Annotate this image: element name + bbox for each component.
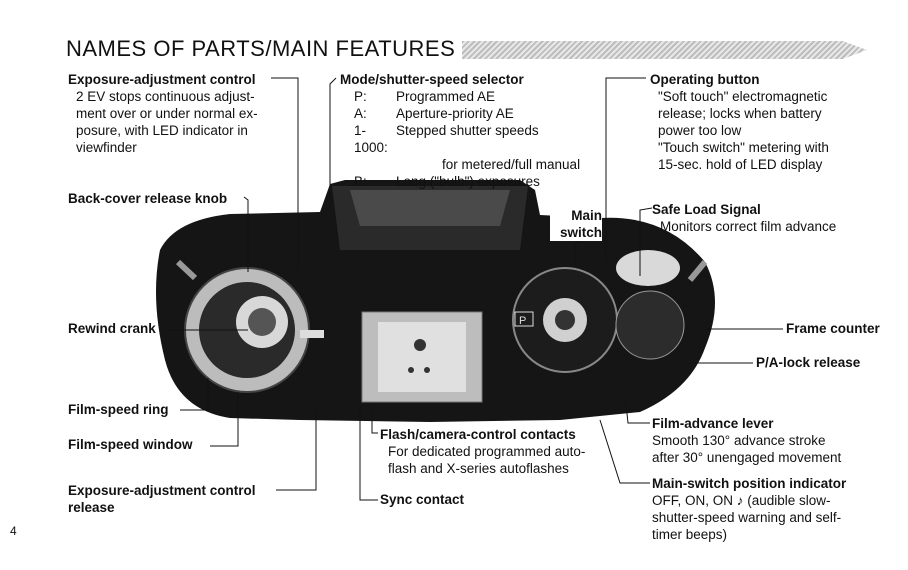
exposure-adjustment-block: Exposure-adjustment control 2 EV stops c… bbox=[68, 71, 303, 156]
mode-value: Aperture-priority AE bbox=[396, 106, 514, 121]
mode-selector-heading: Mode/shutter-speed selector bbox=[340, 72, 524, 87]
mode-key: A: bbox=[354, 106, 367, 121]
safe-load-signal-heading: Safe Load Signal bbox=[652, 202, 761, 217]
main-switch-indicator-block: Main-switch position indicator OFF, ON, … bbox=[652, 475, 897, 543]
mode-selector-block: Mode/shutter-speed selector P: Programmed… bbox=[340, 71, 590, 190]
mode-key bbox=[354, 156, 396, 173]
main-switch-indicator-line: shutter-speed warning and self- bbox=[652, 510, 842, 525]
film-speed-ring-label: Film-speed ring bbox=[68, 402, 169, 417]
film-advance-lever-block: Film-advance lever Smooth 130° advance s… bbox=[652, 415, 892, 466]
safe-load-signal-line: Monitors correct film advance bbox=[660, 219, 837, 234]
exposure-adjustment-line: posure, with LED indicator in bbox=[76, 123, 248, 138]
operating-button-heading: Operating button bbox=[650, 72, 760, 87]
exposure-adjustment-line: viewfinder bbox=[76, 140, 137, 155]
operating-button-line: "Touch switch" metering with bbox=[658, 140, 829, 155]
back-cover-release-label: Back-cover release knob bbox=[68, 191, 228, 206]
film-advance-lever-line: after 30° unengaged movement bbox=[652, 450, 842, 465]
flash-contacts-line: For dedicated programmed auto- bbox=[388, 444, 586, 459]
main-switch-indicator-heading: Main-switch position indicator bbox=[652, 476, 847, 491]
flash-contacts-heading: Flash/camera-control contacts bbox=[380, 427, 576, 442]
mode-key: 1-1000: bbox=[354, 123, 388, 155]
mode-key: B: bbox=[354, 174, 367, 189]
operating-button-block: Operating button "Soft touch" electromag… bbox=[650, 71, 890, 173]
sync-contact-pin bbox=[414, 339, 426, 351]
p-mark: P bbox=[519, 315, 526, 327]
main-switch-indicator-line: timer beeps) bbox=[652, 527, 728, 542]
exposure-adjustment-line: 2 EV stops continuous adjust- bbox=[76, 89, 255, 104]
exposure-adjustment-heading: Exposure-adjustment control bbox=[68, 72, 256, 87]
mode-key: P: bbox=[354, 89, 367, 104]
title-arrow-bar bbox=[462, 41, 867, 59]
safe-load-signal-block: Safe Load Signal Monitors correct film a… bbox=[652, 201, 892, 235]
film-advance-lever-heading: Film-advance lever bbox=[652, 416, 774, 431]
sync-contact-label: Sync contact bbox=[380, 492, 465, 507]
mode-selector-table: P: Programmed AE A: Aperture-priority AE 1… bbox=[354, 88, 580, 190]
mode-value: for metered/full manual bbox=[442, 157, 581, 172]
operating-button-line: power too low bbox=[658, 123, 742, 138]
mode-value: Stepped shutter speeds bbox=[396, 123, 539, 138]
mode-row: A: Aperture-priority AE bbox=[354, 105, 580, 122]
film-advance-lever-line: Smooth 130° advance stroke bbox=[652, 433, 826, 448]
operating-button-line: 15-sec. hold of LED display bbox=[658, 157, 823, 172]
exposure-adjustment-line: ment over or under normal ex- bbox=[76, 106, 258, 121]
mode-value: Long ("bulb") exposures bbox=[396, 174, 540, 189]
mode-value: Programmed AE bbox=[396, 89, 496, 104]
mode-row: P: Programmed AE bbox=[354, 88, 580, 105]
frame-counter-dial bbox=[615, 290, 685, 360]
frame-counter-label: Frame counter bbox=[786, 321, 880, 336]
main-switch-line: switch bbox=[559, 225, 602, 240]
main-switch-indicator-line: OFF, ON, ON ♪ (audible slow- bbox=[652, 493, 831, 508]
flash-contacts-line: flash and X-series autoflashes bbox=[388, 461, 569, 476]
film-speed-window-label: Film-speed window bbox=[68, 437, 193, 452]
rewind-crank-label: Rewind crank bbox=[68, 321, 156, 336]
mode-row: 1-1000: Stepped shutter speeds bbox=[354, 122, 580, 156]
mode-row: for metered/full manual bbox=[354, 156, 580, 173]
main-switch-line: Main bbox=[571, 208, 602, 223]
page-title: NAMES OF PARTS/MAIN FEATURES bbox=[66, 36, 456, 61]
operating-button-line: "Soft touch" electromagnetic bbox=[658, 89, 828, 104]
mode-row: B: Long ("bulb") exposures bbox=[354, 173, 580, 190]
exposure-adjustment-release-line: Exposure-adjustment control bbox=[68, 483, 256, 498]
operating-button-line: release; locks when battery bbox=[658, 106, 822, 121]
main-switch-label: Main switch bbox=[550, 207, 602, 241]
exposure-adjustment-release-line: release bbox=[68, 500, 115, 515]
page-number: 4 bbox=[10, 524, 17, 538]
flash-contacts-block: Flash/camera-control contacts For dedica… bbox=[380, 426, 635, 477]
exposure-adjustment-release-label: Exposure-adjustment control release bbox=[68, 482, 278, 516]
pa-lock-release-label: P/A-lock release bbox=[756, 355, 861, 370]
